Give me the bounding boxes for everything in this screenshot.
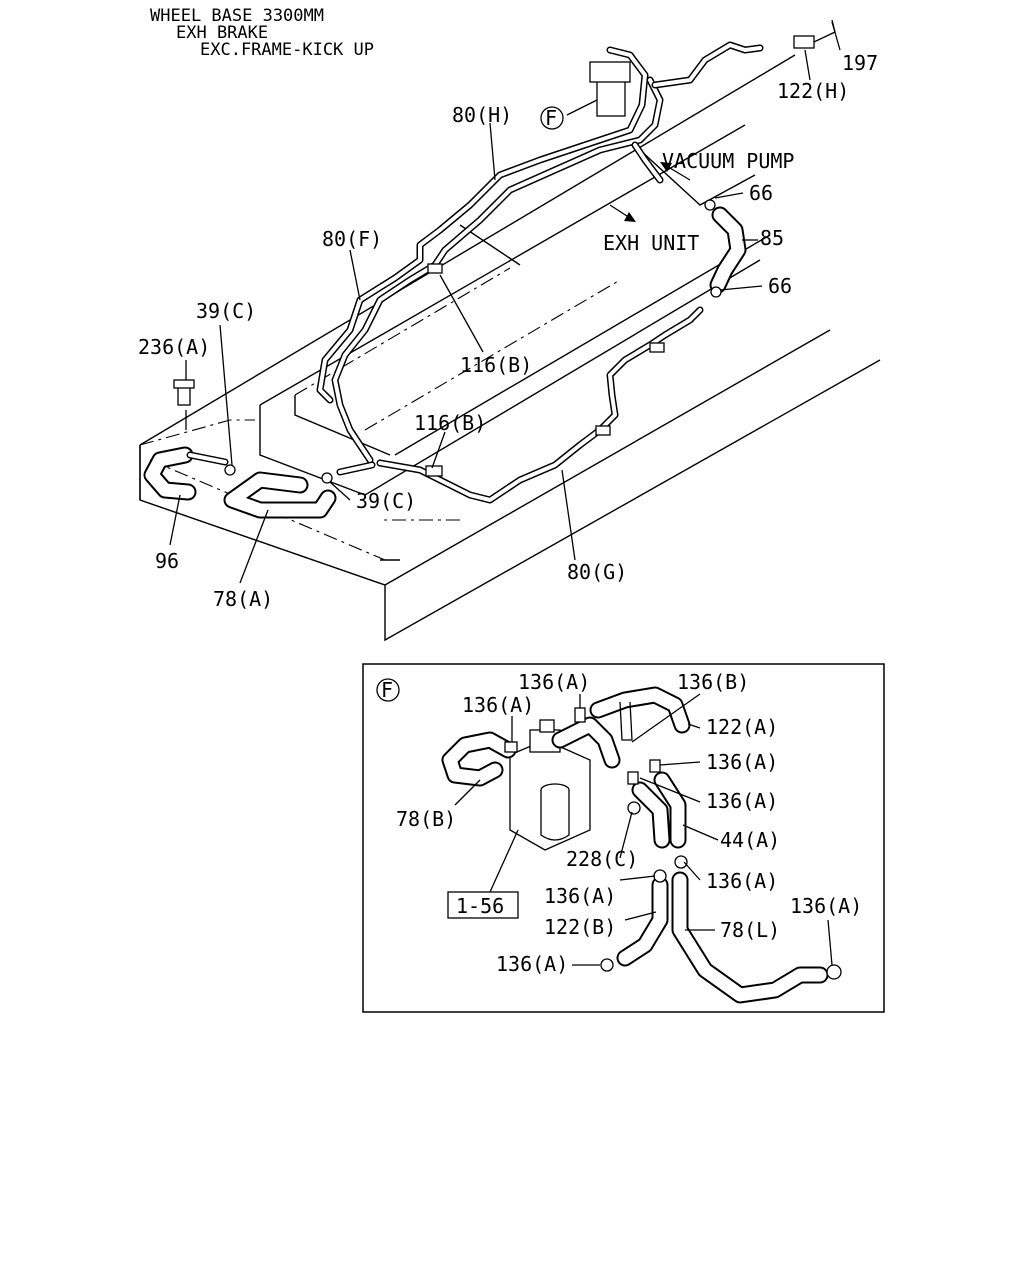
label-136a-2: 136(A) [462,693,534,717]
hose-upper-connector [551,716,621,769]
arrow-exh-unit [609,204,631,219]
label-vacuum-pump: VACUUM PUMP [662,149,794,173]
hose-78b [441,731,517,787]
header-exh-brake: EXH BRAKE [176,23,268,43]
fuel-filter-small [596,79,626,117]
clamps-136a [504,707,842,980]
leader-lines-detail [454,693,833,966]
label-116b-bottom: 116(B) [414,411,486,435]
label-197: 197 [842,51,878,75]
joint-116b-lower [425,465,443,477]
leader-lines-main [169,21,841,584]
label-39c-bottom: 39(C) [356,489,416,513]
label-122h: 122(H) [777,79,849,103]
label-39c-top: 39(C) [196,299,256,323]
arrow-head-vacuum [660,162,672,172]
label-44a: 44(A) [720,828,780,852]
label-85: 85 [760,226,784,250]
hose-78a [223,471,337,519]
hose-122b [616,876,669,967]
label-78a: 78(A) [213,587,273,611]
label-66-bottom: 66 [768,274,792,298]
fuel-pipe-80h [316,46,649,404]
pipe-joint-44a [631,771,687,849]
label-236a: 236(A) [138,335,210,359]
label-80h: 80(H) [452,103,512,127]
clip-39c-lower [321,472,333,484]
label-136a-5: 136(A) [706,869,778,893]
callout-f-circle [540,106,564,130]
clamp-66-upper [704,199,716,211]
detail-callout-f: F [381,678,393,702]
label-136a-4: 136(A) [706,789,778,813]
label-78l: 78(L) [720,918,780,942]
joint-lower-right [595,425,611,436]
bolt-head-236a [173,379,195,389]
inlet-pipe-left [336,461,376,476]
fuel-filter-assembly [509,719,591,851]
label-136a-1: 136(A) [518,670,590,694]
detail-callout-f-circle [376,678,400,702]
label-136b: 136(B) [677,670,749,694]
arrow-head-exh [624,212,636,222]
chassis-frame [139,54,881,642]
label-80f: 80(F) [322,227,382,251]
label-80g: 80(G) [567,560,627,584]
label-66-top: 66 [749,181,773,205]
hose-connector-left [186,451,229,466]
label-96: 96 [155,549,179,573]
hose-96 [143,446,197,501]
joint-right [649,342,665,353]
label-136a-7: 136(A) [496,952,568,976]
vacuum-pipe [631,141,664,184]
label-exh-unit: EXH UNIT [603,231,699,255]
clamp-136b [619,701,633,741]
hose-122a [589,686,691,734]
label-122a: 122(A) [706,715,778,739]
reference-box-1-56 [447,891,519,919]
hose-85 [709,206,747,294]
label-136a-6: 136(A) [544,884,616,908]
hose-122h [793,35,815,49]
label-122b: 122(B) [544,915,616,939]
header-wheel-base: WHEEL BASE 3300MM [150,6,324,26]
return-pipe-top [651,41,764,89]
label-1-56: 1-56 [456,894,504,918]
clip-39c-upper [224,464,236,476]
detail-box-f [362,663,885,1013]
joint-116b-upper [427,263,443,274]
callout-f: F [545,106,557,130]
label-136a-3: 136(A) [706,750,778,774]
hose-78l [671,871,829,1004]
label-116b-top: 116(B) [460,353,532,377]
fuel-pipe-80f [331,76,664,464]
label-136a-8: 136(A) [790,894,862,918]
header-frame-kick: EXC.FRAME-KICK UP [200,40,374,60]
label-228c: 228(C) [566,847,638,871]
label-78b: 78(B) [396,807,456,831]
clamp-66-lower [710,286,722,298]
filter-head-small [589,61,631,83]
